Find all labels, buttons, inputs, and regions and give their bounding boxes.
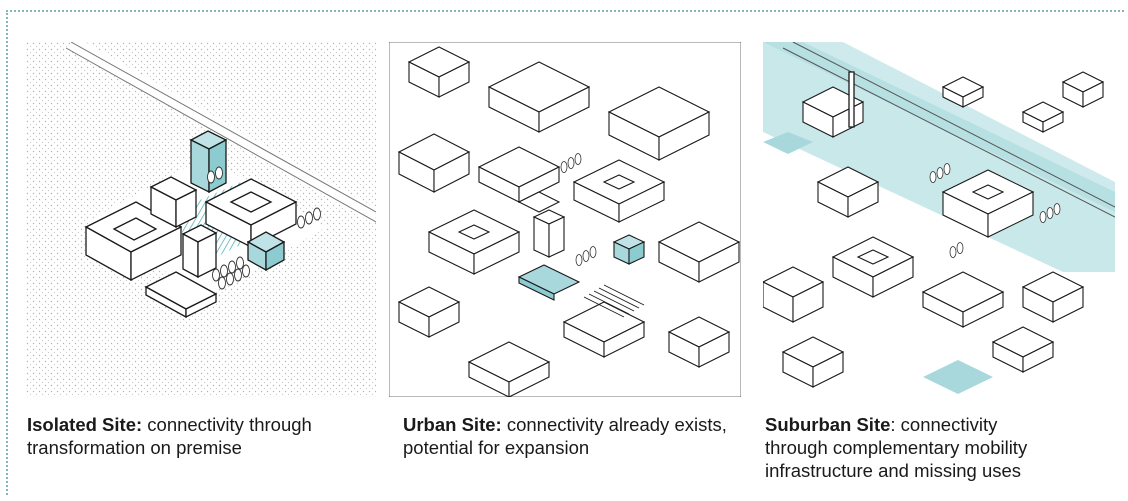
caption-title: Urban Site: <box>403 414 502 435</box>
dotted-frame-left <box>6 10 8 495</box>
caption-isolated-site: Isolated Site: connectivity through tran… <box>27 413 377 459</box>
caption-text: connectivity already exists, potential f… <box>403 414 727 458</box>
caption-text: connectivity through transformation on p… <box>27 414 312 458</box>
caption-title: Isolated Site: <box>27 414 143 435</box>
caption-title: Suburban Site <box>765 414 891 435</box>
urban-site-illustration <box>389 42 741 397</box>
caption-urban-site: Urban Site: connectivity already exists,… <box>403 413 733 459</box>
suburban-site-illustration <box>763 42 1115 397</box>
caption-text: : connectivity through complementary mob… <box>765 414 1028 481</box>
isolated-site-illustration <box>26 42 376 397</box>
dotted-frame-top <box>6 10 1124 12</box>
caption-suburban-site: Suburban Site: connectivity through comp… <box>765 413 1065 482</box>
